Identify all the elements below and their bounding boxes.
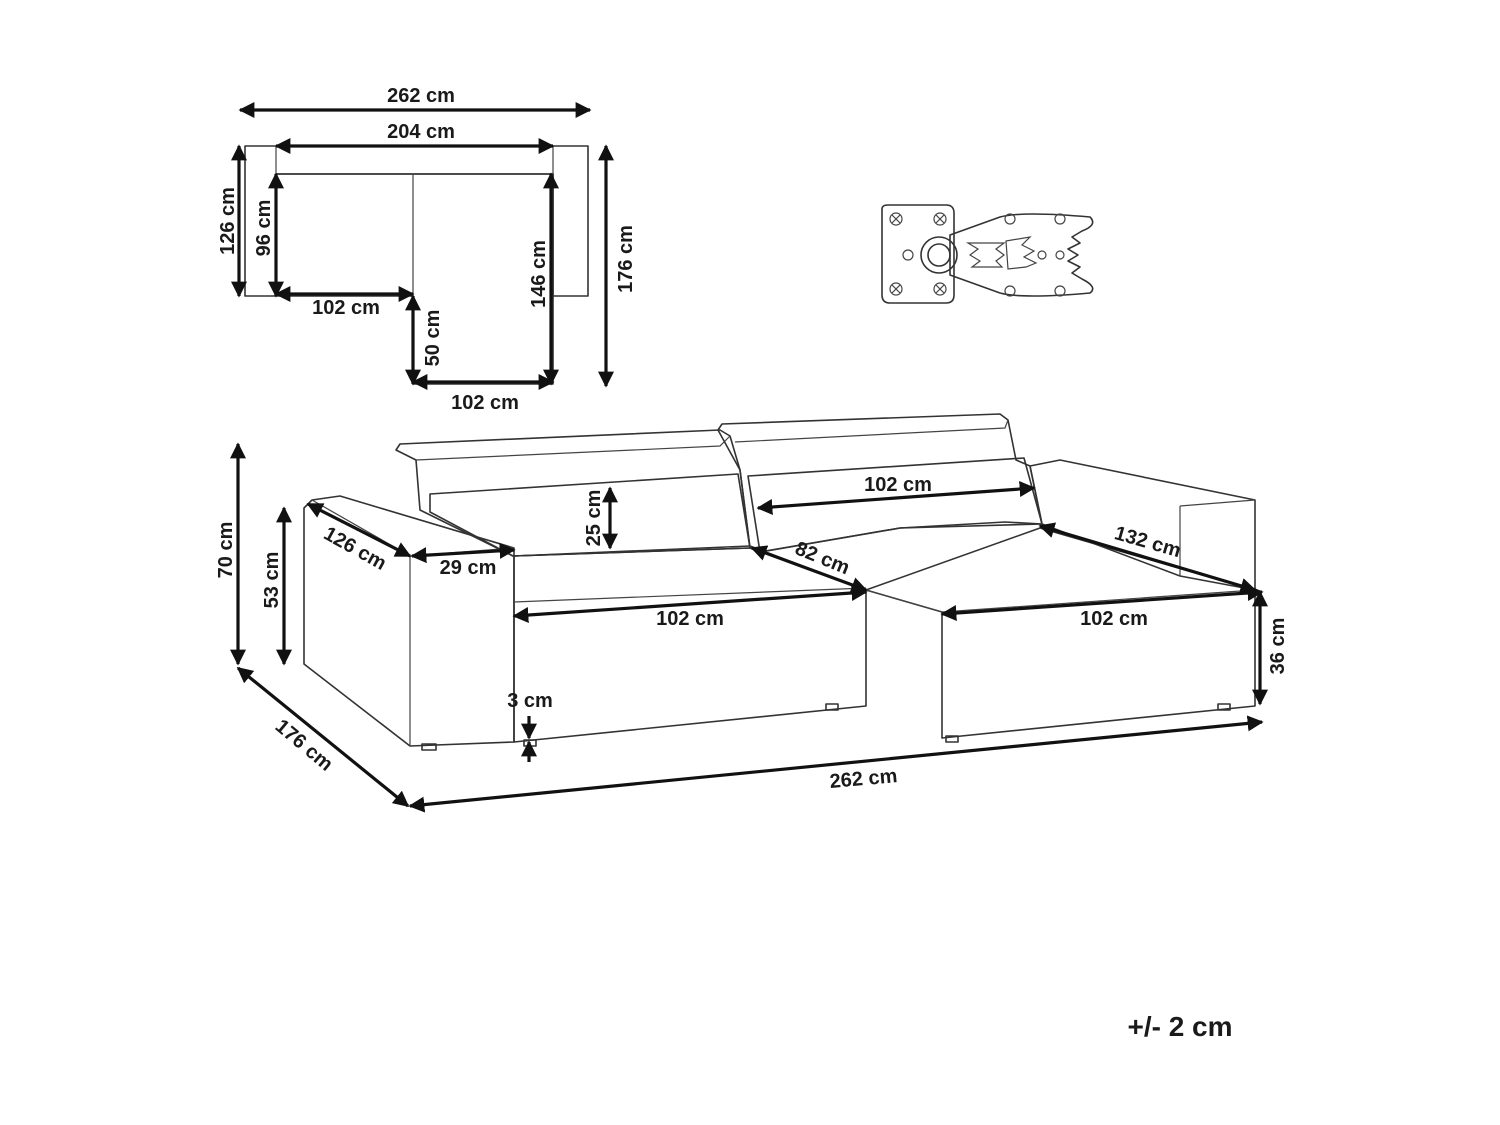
label-total-width: 262 cm <box>829 765 899 793</box>
dim-line-seat-width-right <box>940 585 1264 621</box>
label-total-height: 70 cm <box>215 522 237 579</box>
label-chaise-extension: 50 cm <box>422 310 444 367</box>
label-leg-height: 3 cm <box>507 690 553 712</box>
label-armrest-height: 53 cm <box>261 552 283 609</box>
label-cushion-height: 25 cm <box>583 490 605 547</box>
label-seat-width-right: 102 cm <box>1080 608 1148 630</box>
dim-line-armrest-depth <box>306 502 412 558</box>
label-armrest-width: 29 cm <box>440 557 497 579</box>
label-seat-height: 36 cm <box>1267 618 1289 675</box>
label-total-depth: 176 cm <box>271 715 337 775</box>
label-seat-width-left: 102 cm <box>656 608 724 630</box>
label-seat-width-left: 102 cm <box>312 297 380 319</box>
label-chaise-width: 102 cm <box>451 392 519 414</box>
bracket-connector-icon <box>881 204 1094 304</box>
label-inner-width: 204 cm <box>387 121 455 143</box>
label-backrest-width: 102 cm <box>864 474 932 496</box>
label-armrest-depth: 126 cm <box>320 523 390 575</box>
label-seat-depth-left: 96 cm <box>253 200 275 257</box>
dim-line-total-width <box>408 715 1264 813</box>
label-overall-depth: 176 cm <box>615 225 637 293</box>
sofa-3d-outline <box>303 413 1256 751</box>
label-overall-width: 262 cm <box>387 85 455 107</box>
dim-line-total-depth <box>236 666 410 808</box>
dim-line-chaise-depth <box>1038 522 1257 594</box>
dim-line-armrest-width <box>410 542 516 564</box>
label-depth-left: 126 cm <box>217 187 239 255</box>
tolerance-note: +/- 2 cm <box>1127 1011 1232 1042</box>
top-view-dimensions: 262 cm 204 cm 126 cm 96 cm 102 cm 146 cm… <box>217 85 637 414</box>
label-chaise-length: 146 cm <box>528 240 550 308</box>
dim-line-seat-depth <box>750 545 868 593</box>
dim-line-seat-width-left <box>512 584 868 624</box>
label-chaise-depth: 132 cm <box>1112 522 1183 562</box>
dim-line-backrest-width <box>756 481 1036 515</box>
